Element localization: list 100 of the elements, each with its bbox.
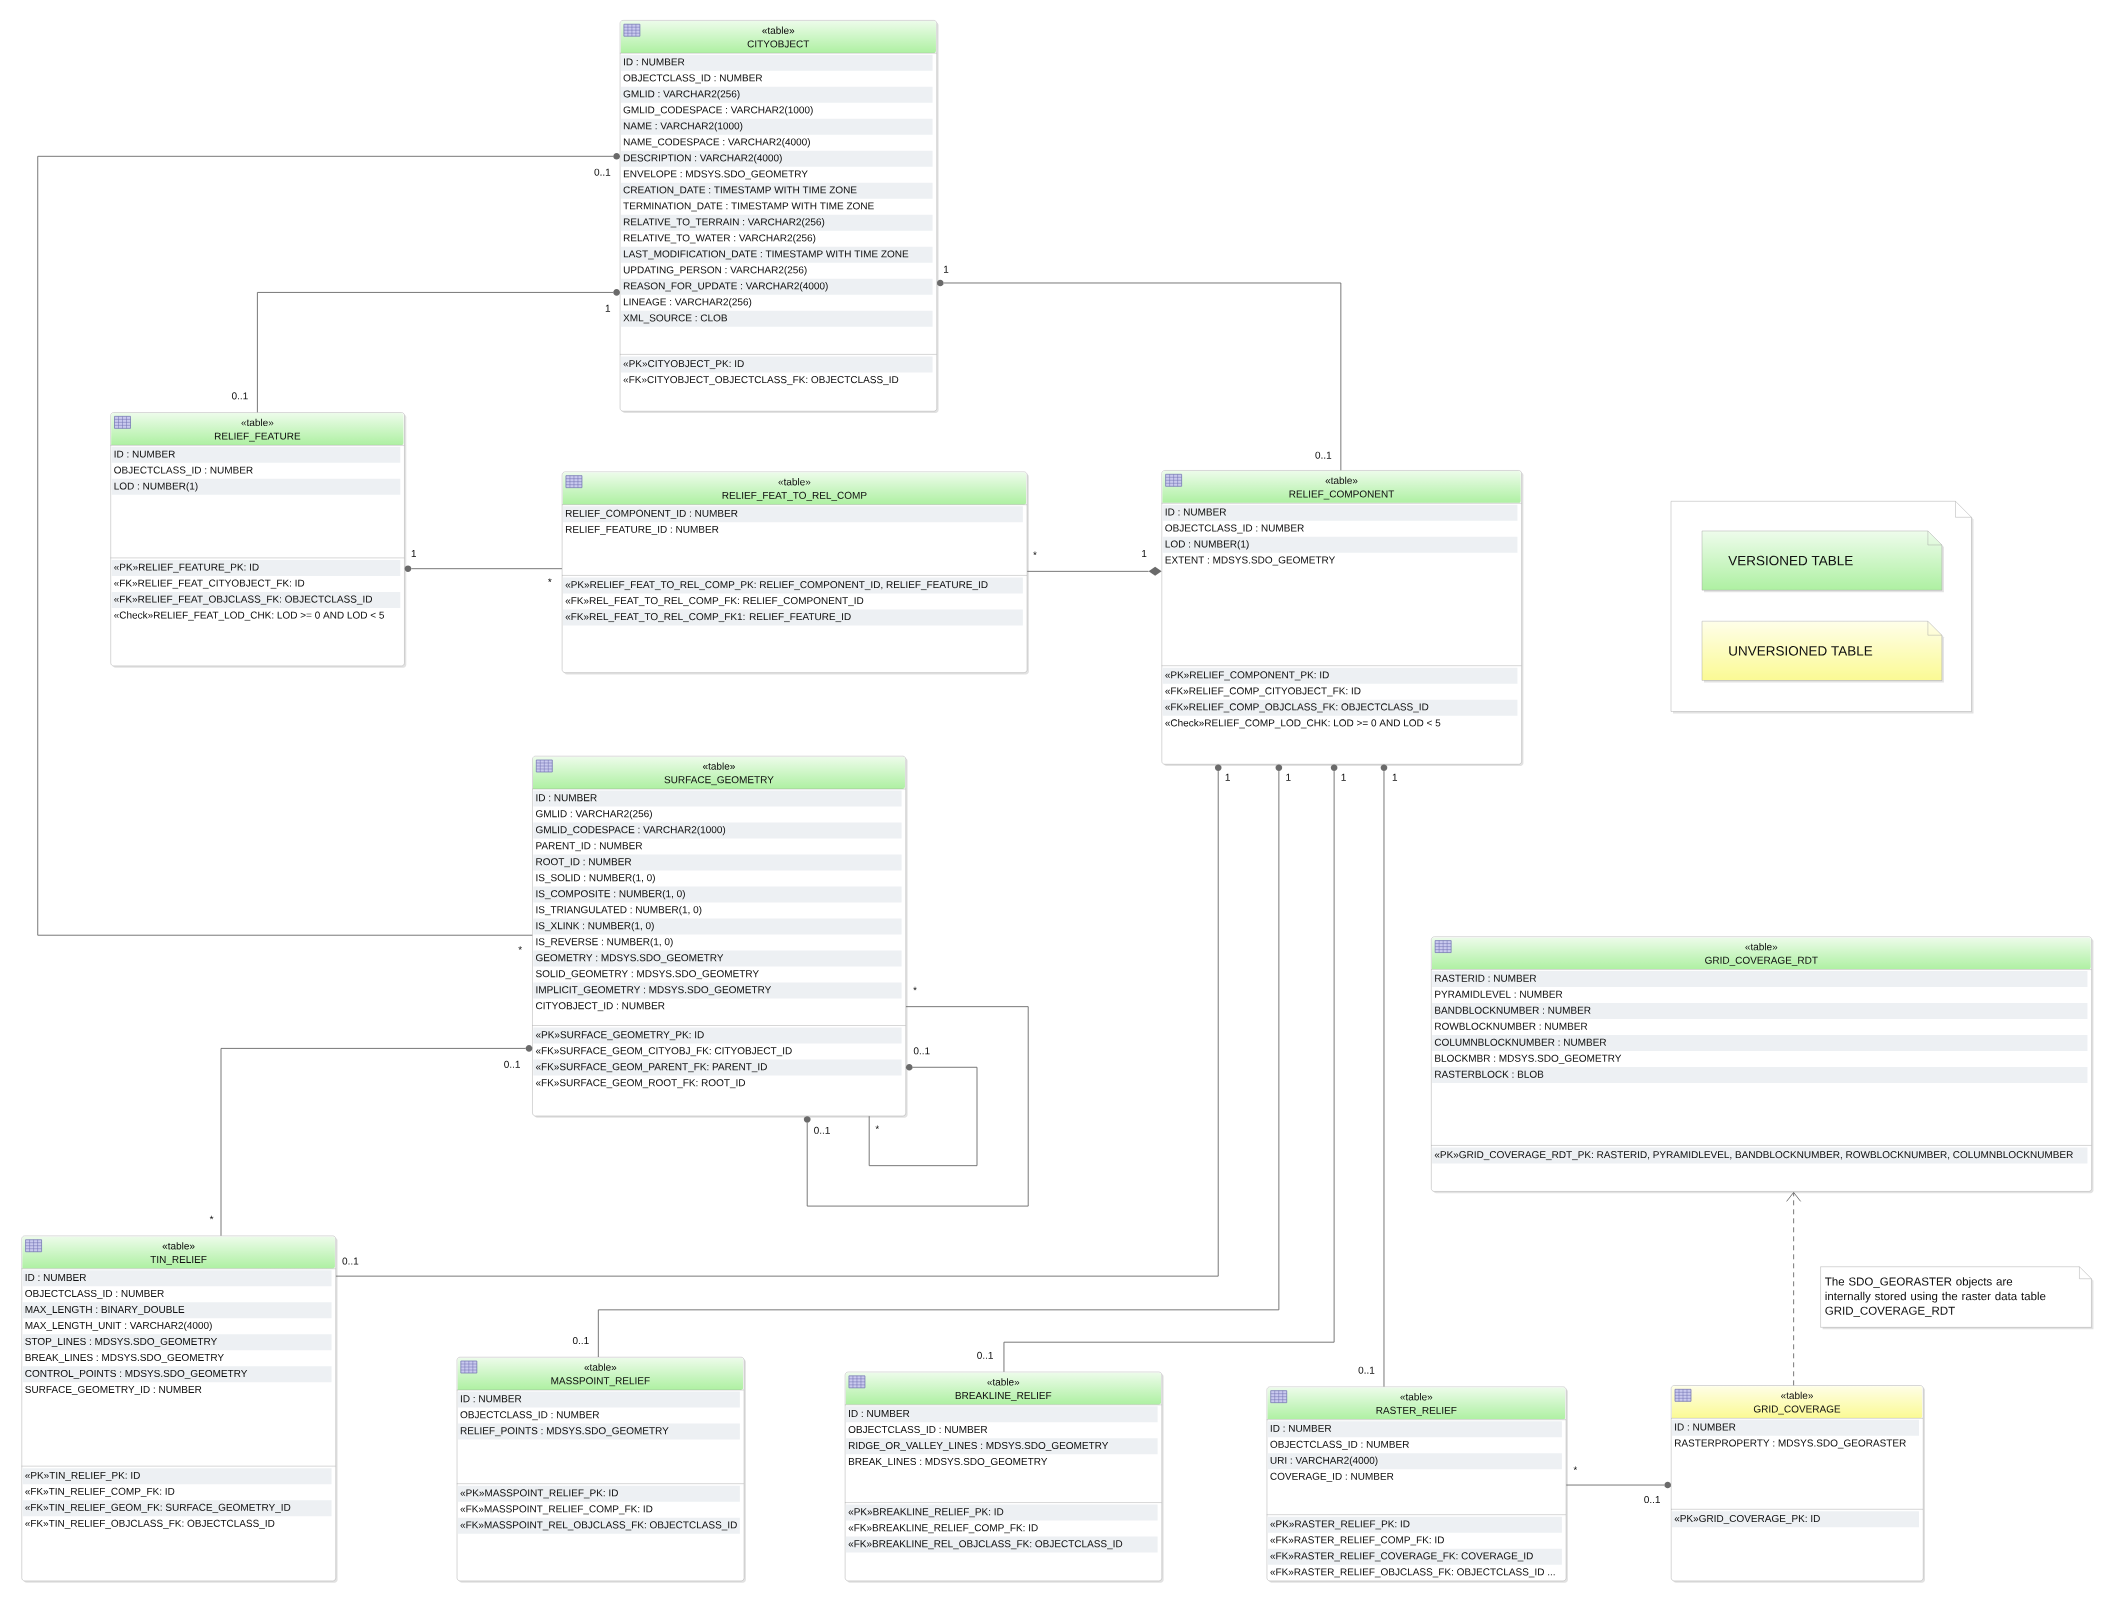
multiplicity-label: 0..1	[594, 168, 611, 176]
column-row: PYRAMIDLEVEL : NUMBER	[1435, 990, 1563, 998]
key-row: «FK»RASTER_RELIEF_COMP_FK: ID	[1270, 1536, 1444, 1546]
column-row: OBJECTCLASS_ID : NUMBER	[460, 1411, 600, 1421]
connector	[37, 155, 614, 936]
multiplicity-label: 1	[1341, 773, 1346, 781]
stereotype-label: «table»	[762, 26, 795, 34]
key-row: «PK»GRID_COVERAGE_PK: ID	[1672, 1511, 1919, 1528]
column-row: GMLID : VARCHAR2(256)	[536, 809, 652, 820]
key-row: «FK»TIN_RELIEF_GEOM_FK: SURFACE_GEOMETRY_ID	[22, 1500, 332, 1517]
connector	[806, 1006, 1029, 1207]
connector	[1383, 770, 1385, 1388]
key-row: «PK»CITYOBJECT_PK: ID	[620, 356, 933, 373]
connector	[220, 1047, 527, 1237]
column-row: TERMINATION_DATE : TIMESTAMP WITH TIME ZONE	[623, 202, 874, 212]
legend-label: VERSIONED TABLE	[1728, 555, 1853, 566]
key-row: «Check»RELIEF_COMP_LOD_CHK: LOD >= 0 AND LOD < 5	[1165, 719, 1441, 729]
column-row: COVERAGE_ID : NUMBER	[1270, 1472, 1394, 1482]
column-row: ID : NUMBER	[1267, 1421, 1562, 1438]
column-row: RIDGE_OR_VALLEY_LINES : MDSYS.SDO_GEOMETRY	[845, 1438, 1158, 1455]
stereotype-label: «table»	[987, 1378, 1020, 1386]
table-name: RELIEF_COMPONENT	[1289, 490, 1395, 500]
note-box: The SDO_GEORASTER objects are internally stored using the raster data table GRID_COVERAGE_RDT	[1820, 1266, 2094, 1330]
stereotype-label: «table»	[241, 418, 274, 427]
column-row: ID : NUMBER	[845, 1406, 1158, 1423]
multiplicity-label: 1	[605, 304, 611, 312]
connector	[1003, 770, 1335, 1373]
connector	[597, 770, 1280, 1358]
key-row: «FK»RELIEF_COMP_CITYOBJECT_FK: ID	[1165, 687, 1361, 697]
column-row: CITYOBJECT_ID : NUMBER	[536, 1002, 665, 1012]
key-row: «FK»TIN_RELIEF_COMP_FK: ID	[25, 1487, 175, 1497]
connector	[1565, 1484, 1665, 1486]
stereotype-label: «table»	[702, 762, 735, 770]
column-row: PARENT_ID : NUMBER	[536, 842, 643, 852]
column-row: OBJECTCLASS_ID : NUMBER	[1165, 524, 1304, 534]
key-row: «FK»TIN_RELIEF_OBJCLASS_FK: OBJECTCLASS_ID	[25, 1519, 275, 1529]
stereotype-label: «table»	[1781, 1391, 1813, 1400]
stereotype-label: «table»	[584, 1363, 617, 1371]
key-row: «FK»BREAKLINE_RELIEF_COMP_FK: ID	[848, 1524, 1038, 1534]
stereotype-label: «table»	[778, 478, 811, 486]
multiplicity-label: *	[209, 1215, 214, 1220]
connector	[1026, 570, 1150, 572]
column-row: LINEAGE : VARCHAR2(256)	[623, 298, 752, 308]
column-row: MAX_LENGTH_UNIT : VARCHAR2(4000)	[25, 1321, 212, 1331]
connector	[410, 568, 563, 570]
column-row: ID : NUMBER	[22, 1270, 332, 1287]
multiplicity-label: 0..1	[1644, 1496, 1660, 1504]
key-row: «FK»REL_FEAT_TO_REL_COMP_FK: RELIEF_COMPONENT_ID	[565, 597, 864, 607]
multiplicity-label: *	[548, 578, 552, 582]
column-row: ENVELOPE : MDSYS.SDO_GEOMETRY	[623, 170, 808, 180]
multiplicity-label: 0..1	[231, 392, 248, 400]
column-row: ROOT_ID : NUMBER	[533, 854, 902, 871]
key-row: «FK»RELIEF_FEAT_CITYOBJECT_FK: ID	[114, 579, 305, 589]
key-row: «PK»RELIEF_FEAT_TO_REL_COMP_PK: RELIEF_COMPONENT_ID, RELIEF_FEATURE_ID	[562, 577, 1023, 594]
multiplicity-label: 0..1	[1315, 451, 1332, 459]
column-row: COLUMNBLOCKNUMBER : NUMBER	[1432, 1035, 2088, 1052]
key-row: «FK»SURFACE_GEOM_ROOT_FK: ROOT_ID	[535, 1079, 746, 1089]
stereotype-label: «table»	[1745, 943, 1778, 951]
column-row: BREAK_LINES : MDSYS.SDO_GEOMETRY	[25, 1353, 224, 1363]
column-row: CONTROL_POINTS : MDSYS.SDO_GEOMETRY	[22, 1366, 332, 1383]
column-row: BANDBLOCKNUMBER : NUMBER	[1432, 1003, 2088, 1020]
column-row: NAME_CODESPACE : VARCHAR2(4000)	[623, 138, 810, 148]
multiplicity-label: 1	[1392, 773, 1398, 781]
key-row: «FK»REL_FEAT_TO_REL_COMP_FK1: RELIEF_FEATURE_ID	[562, 609, 1023, 626]
key-row: «FK»RASTER_RELIEF_OBJCLASS_FK: OBJECTCLASS_ID ...	[1270, 1568, 1555, 1578]
connector	[1786, 1191, 1802, 1386]
table-name: SURFACE_GEOMETRY	[664, 776, 774, 786]
column-row: IS_COMPOSITE : NUMBER(1, 0)	[533, 886, 902, 903]
column-row: ROWBLOCKNUMBER : NUMBER	[1435, 1022, 1588, 1030]
column-row: OBJECTCLASS_ID : NUMBER	[1270, 1440, 1409, 1450]
legend-label: UNVERSIONED TABLE	[1729, 646, 1873, 656]
key-row: «FK»SURFACE_GEOM_CITYOBJ_FK: CITYOBJECT_ID	[535, 1047, 792, 1057]
table-name: GRID_COVERAGE_RDT	[1705, 956, 1818, 966]
column-row: UPDATING_PERSON : VARCHAR2(256)	[623, 266, 807, 276]
column-row: IMPLICIT_GEOMETRY : MDSYS.SDO_GEOMETRY	[533, 982, 902, 999]
connector	[868, 1066, 978, 1167]
column-row: RASTERID : NUMBER	[1432, 971, 2088, 988]
multiplicity-label: 0..1	[504, 1060, 520, 1068]
table-name: RASTER_RELIEF	[1376, 1406, 1457, 1416]
column-row: IS_SOLID : NUMBER(1, 0)	[536, 873, 655, 884]
stereotype-label: «table»	[162, 1242, 195, 1250]
connector	[335, 770, 1219, 1277]
table-name: MASSPOINT_RELIEF	[551, 1377, 650, 1387]
multiplicity-label: 1	[1286, 773, 1291, 781]
column-row: RASTERBLOCK : BLOB	[1432, 1067, 2088, 1084]
column-row: GEOMETRY : MDSYS.SDO_GEOMETRY	[533, 950, 902, 967]
column-row: OBJECTCLASS_ID : NUMBER	[114, 466, 253, 476]
column-row: ID : NUMBER	[533, 790, 902, 807]
column-row: RELIEF_FEATURE_ID : NUMBER	[565, 525, 719, 535]
column-row: STOP_LINES : MDSYS.SDO_GEOMETRY	[22, 1334, 332, 1351]
column-row: RELATIVE_TO_WATER : VARCHAR2(256)	[623, 234, 816, 244]
table-name: BREAKLINE_RELIEF	[955, 1392, 1052, 1401]
key-row: «FK»CITYOBJECT_OBJECTCLASS_FK: OBJECTCLASS_ID	[623, 376, 899, 386]
table-name: CITYOBJECT	[747, 40, 810, 48]
stereotype-label: «table»	[1400, 1393, 1433, 1401]
column-row: SOLID_GEOMETRY : MDSYS.SDO_GEOMETRY	[535, 970, 759, 980]
column-row: BREAK_LINES : MDSYS.SDO_GEOMETRY	[848, 1458, 1048, 1467]
key-row: «Check»RELIEF_FEAT_LOD_CHK: LOD >= 0 AND LOD < 5	[114, 611, 384, 621]
column-row: IS_XLINK : NUMBER(1, 0)	[533, 918, 902, 935]
multiplicity-label: 0..1	[572, 1337, 589, 1345]
